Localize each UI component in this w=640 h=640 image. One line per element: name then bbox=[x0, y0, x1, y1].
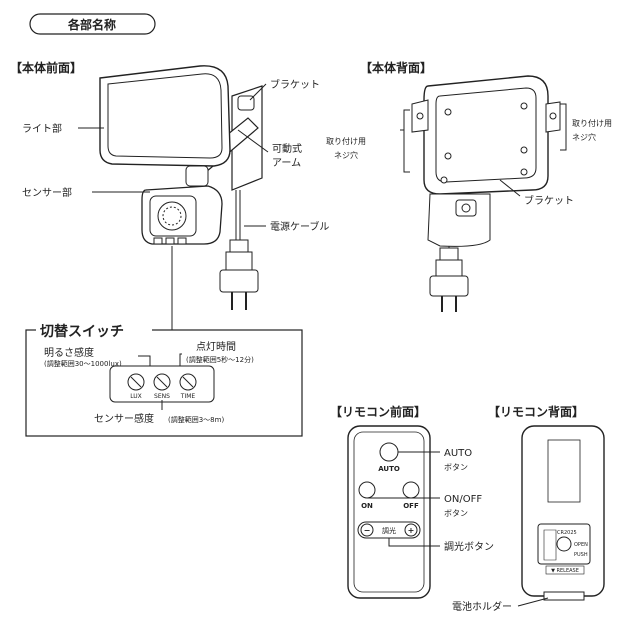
label-cable: 電源ケーブル bbox=[270, 220, 329, 233]
label-screw-right-line2: ネジ穴 bbox=[572, 132, 596, 142]
knob-label-lux: LUX bbox=[130, 393, 142, 400]
label-light: ライト部 bbox=[22, 122, 62, 135]
label-arm-line2: アーム bbox=[272, 157, 301, 169]
auto-button-label: AUTO bbox=[378, 465, 400, 473]
off-button-label: OFF bbox=[403, 502, 419, 510]
callout-onoff-line1: ON/OFF bbox=[444, 494, 482, 505]
release-label: ▼ RELEASE bbox=[551, 568, 579, 574]
callout-auto-line2: ボタン bbox=[444, 463, 468, 472]
label-screw-left-line1: 取り付け用 bbox=[326, 136, 366, 146]
front-unit-illustration bbox=[99, 65, 263, 310]
label-arm-line1: 可動式 bbox=[272, 142, 302, 155]
switch-title: 切替スイッチ bbox=[40, 323, 124, 340]
on-button-label: ON bbox=[361, 502, 373, 510]
battery-holder-tab[interactable] bbox=[543, 591, 585, 601]
dimmer-plus-label: + bbox=[408, 526, 415, 535]
remote-back-heading: 【リモコン背面】 bbox=[488, 404, 584, 419]
back-heading: 【本体背面】 bbox=[360, 60, 432, 75]
label-battery-holder: 電池ホルダー bbox=[452, 600, 512, 613]
remote-back: CR2025 OPEN PUSH ▼ RELEASE bbox=[521, 425, 605, 597]
title-badge: 各部名称 bbox=[29, 13, 156, 35]
callout-auto-line1: AUTO bbox=[444, 448, 472, 459]
label-timer-range: (調整範囲5秒〜12分) bbox=[186, 355, 254, 364]
label-brightness: 明るさ感度 bbox=[44, 346, 94, 359]
callout-onoff-line2: ボタン bbox=[444, 509, 468, 518]
remote-front-heading: 【リモコン前面】 bbox=[330, 404, 426, 419]
label-sensor: センサー部 bbox=[22, 186, 72, 199]
dimmer-label: 調光 bbox=[382, 526, 396, 535]
dimmer-minus-label: − bbox=[364, 526, 371, 535]
remote-front bbox=[347, 425, 431, 599]
dimmer-minus-button[interactable]: − bbox=[360, 523, 374, 537]
battery-open-label: OPEN bbox=[574, 542, 588, 548]
callout-dimmer: 調光ボタン bbox=[444, 540, 494, 553]
front-heading: 【本体前面】 bbox=[10, 60, 82, 75]
knob-label-time: TIME bbox=[180, 393, 196, 400]
page-title: 各部名称 bbox=[67, 17, 116, 32]
label-sensor-sens-range: (調整範囲3〜8m) bbox=[168, 415, 224, 424]
label-bracket-front: ブラケット bbox=[270, 78, 320, 91]
label-screw-left-line2: ネジ穴 bbox=[334, 150, 358, 160]
label-screw-right-line1: 取り付け用 bbox=[572, 118, 612, 128]
label-bracket-back: ブラケット bbox=[524, 194, 574, 207]
label-brightness-range: (調整範囲30〜1000lux) bbox=[44, 359, 122, 368]
dimmer-button-group: − 調光 + bbox=[357, 521, 421, 539]
label-timer: 点灯時間 bbox=[196, 341, 236, 353]
back-unit-illustration bbox=[411, 75, 561, 312]
battery-model-label: CR2025 bbox=[557, 530, 577, 536]
battery-push-label: PUSH bbox=[574, 552, 588, 558]
off-button[interactable]: OFF bbox=[402, 481, 420, 510]
dimmer-plus-button[interactable]: + bbox=[404, 523, 418, 537]
knob-label-sens: SENS bbox=[154, 393, 170, 400]
on-button[interactable]: ON bbox=[358, 481, 376, 510]
label-sensor-sens: センサー感度 bbox=[94, 412, 154, 425]
